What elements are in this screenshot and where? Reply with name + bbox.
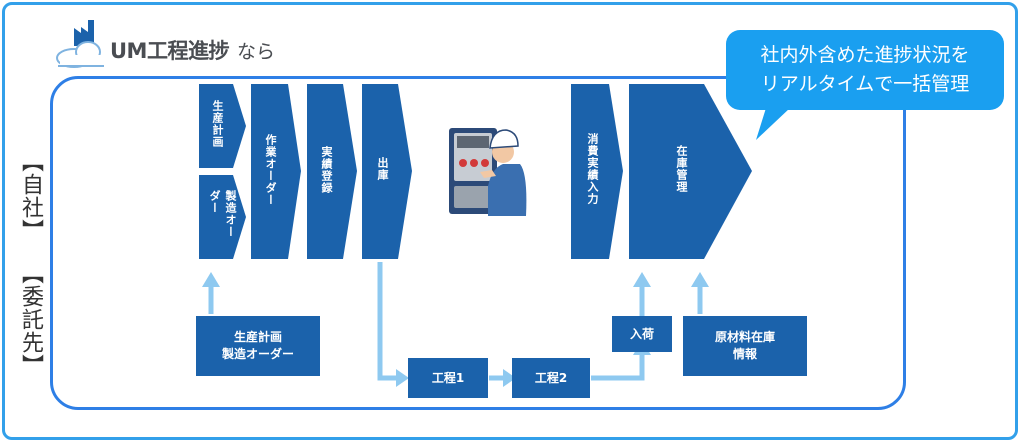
callout-tail [756, 108, 790, 140]
own-company-label: 【自社】 [18, 150, 43, 242]
subcontractor-order-label: 製造オーダー [221, 347, 294, 361]
shipping-chevron [362, 84, 412, 259]
worker-at-panel-illustration [449, 128, 527, 216]
subcontractor-plan-order-box: 生産計画 製造オーダー [196, 316, 320, 376]
process-2-box: 工程2 [512, 358, 590, 398]
outer-frame [2, 2, 1018, 440]
manufacturing-order-chevron [199, 175, 246, 259]
flow-frame [50, 76, 906, 410]
inventory-management-chevron [629, 84, 752, 259]
receiving-label: 入荷 [629, 326, 654, 341]
subcontractor-plan-label: 生産計画 [233, 330, 282, 344]
connector-arrows [208, 262, 703, 381]
consumption-input-label: 消費実績入力 [586, 133, 599, 205]
material-stock-box: 原材料在庫 情報 [683, 316, 807, 376]
work-order-label: 作業オーダー [264, 134, 277, 206]
result-registration-chevron [307, 84, 357, 259]
brand-name: UM工程進捗 [110, 39, 229, 63]
inventory-management-label: 在庫管理 [675, 145, 688, 193]
material-stock-label-2: 情報 [732, 347, 757, 361]
process-2-label: 工程2 [534, 370, 568, 385]
production-plan-chevron [199, 84, 246, 168]
material-stock-label-1: 原材料在庫 [714, 330, 775, 344]
cloud-factory-icon [56, 20, 104, 68]
work-order-chevron [251, 84, 301, 259]
process-1-box: 工程1 [408, 358, 488, 398]
process-1-label: 工程1 [431, 370, 465, 385]
subcontractor-label: 【委託先】 [18, 262, 43, 377]
callout-line-1: 社内外含めた進捗状況を [760, 44, 970, 66]
shipping-label: 出庫 [376, 157, 389, 181]
production-plan-label: 生産計画 [211, 100, 224, 148]
callout-bubble: 社内外含めた進捗状況を リアルタイムで一括管理 [726, 30, 1004, 110]
brand-suffix: なら [236, 40, 275, 63]
result-registration-label: 実績登録 [320, 146, 333, 194]
callout-line-2: リアルタイムで一括管理 [760, 73, 970, 95]
manufacturing-order-label: 製造オーダー [208, 190, 237, 238]
consumption-input-chevron [571, 84, 623, 259]
receiving-box: 入荷 [612, 316, 672, 352]
logo: UM工程進捗 なら [56, 30, 275, 70]
